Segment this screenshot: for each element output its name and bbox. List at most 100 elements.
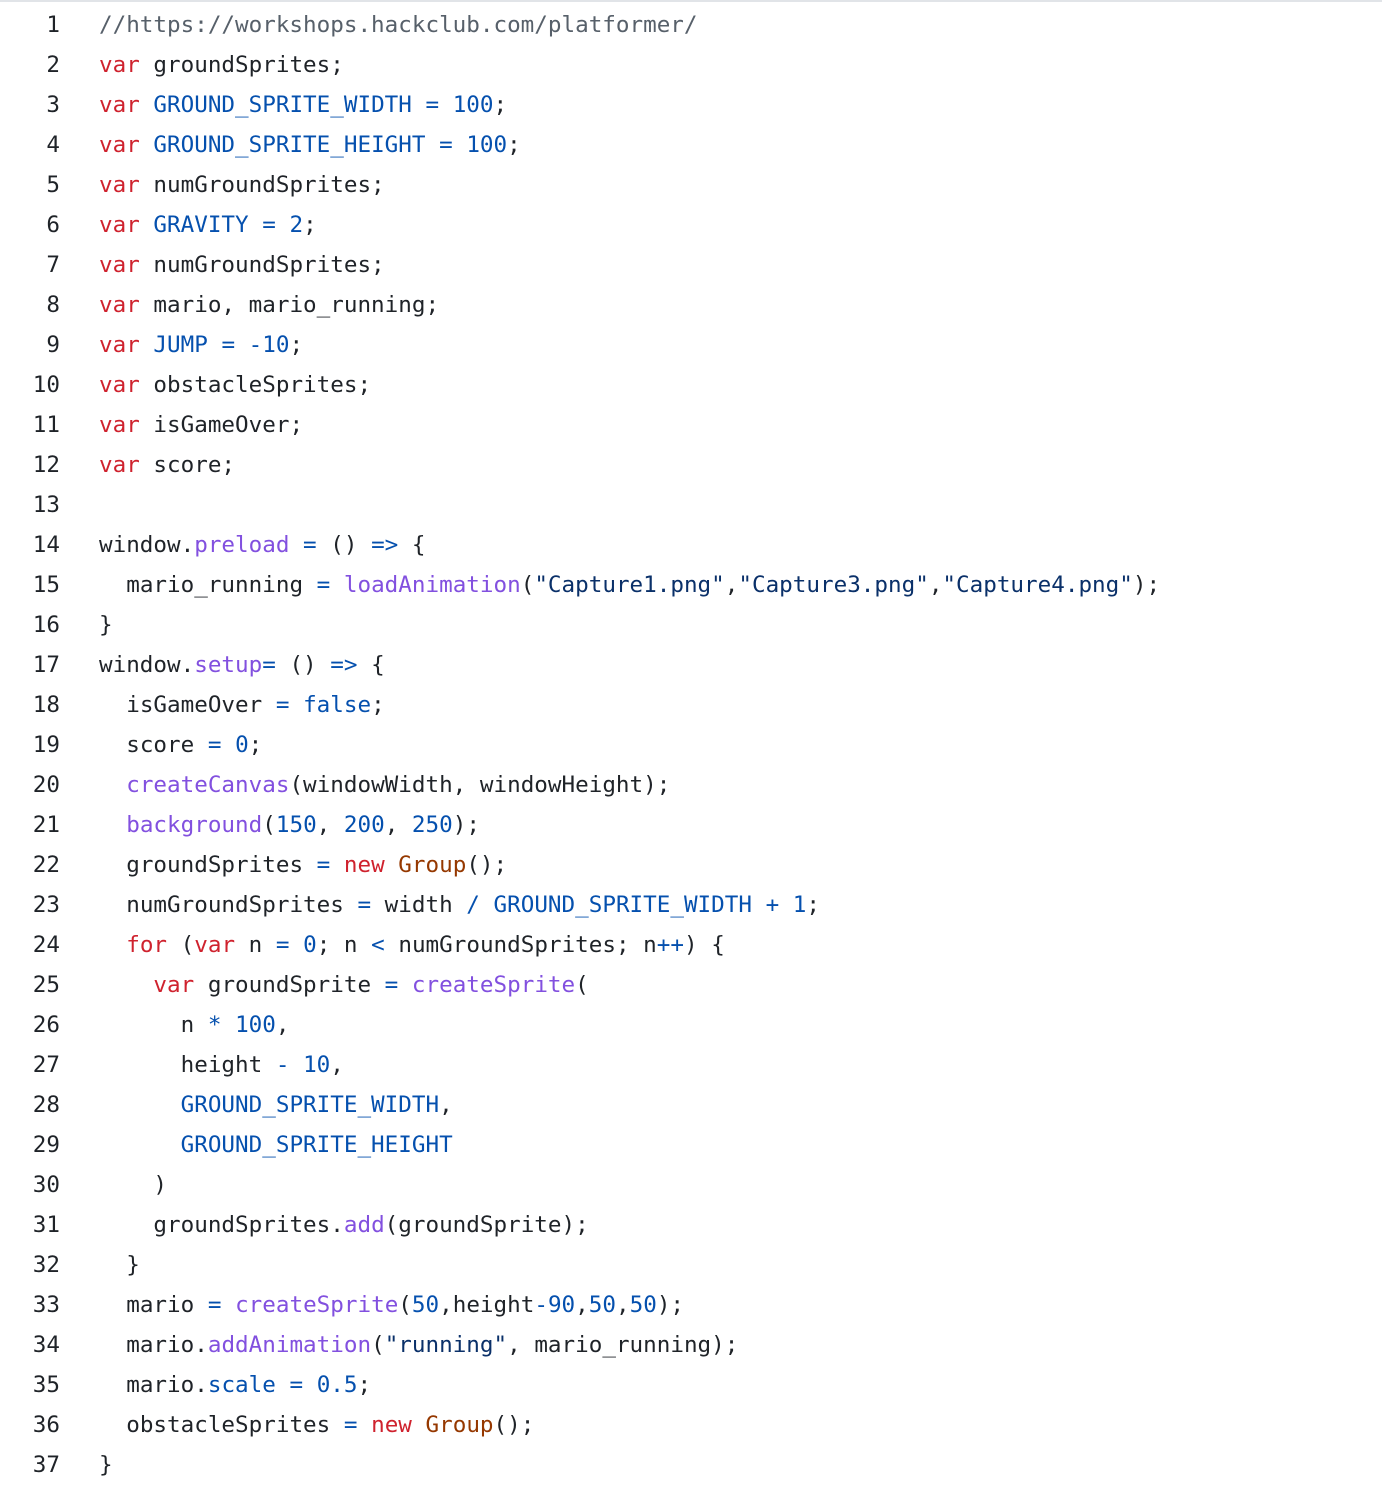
code-token: ; (357, 1372, 372, 1398)
code-line: 32 } (0, 1245, 1382, 1285)
line-code: mario.addAnimation("running", mario_runn… (99, 1325, 738, 1365)
code-token: var (99, 372, 140, 398)
code-indent (99, 732, 126, 758)
code-token: ; (371, 692, 385, 718)
line-number: 1 (46, 12, 60, 38)
code-token (289, 932, 303, 958)
code-indent (99, 972, 153, 998)
line-code: mario = createSprite(50,height-90,50,50)… (99, 1285, 684, 1325)
code-token: , (384, 812, 412, 838)
code-token: = (303, 532, 317, 558)
code-token: = (262, 652, 276, 678)
code-token: -90 (534, 1292, 576, 1318)
code-token: ); (656, 1292, 685, 1318)
line-code: groundSprites = new Group(); (99, 845, 507, 885)
code-token: isGameOver (126, 692, 276, 718)
code-indent (99, 1252, 126, 1278)
line-number: 26 (32, 1012, 60, 1038)
code-token: Group (425, 1412, 494, 1438)
code-token: } (99, 1452, 113, 1478)
code-token: 100 (235, 1012, 276, 1038)
code-token: = (316, 572, 331, 598)
code-token: loadAnimation (343, 572, 521, 598)
code-token: ( (398, 1292, 412, 1318)
code-token: - (275, 1052, 290, 1078)
code-token (140, 132, 154, 158)
code-token: { (398, 532, 426, 558)
line-code: var mario, mario_running; (99, 285, 439, 325)
line-code: var isGameOver; (99, 405, 303, 445)
code-line: 16} (0, 605, 1382, 645)
line-code: obstacleSprites = new Group(); (99, 1405, 534, 1445)
line-number: 17 (32, 652, 60, 678)
line-number: 30 (32, 1172, 60, 1198)
line-number: 12 (32, 452, 60, 478)
code-token (235, 332, 249, 358)
code-token: => (330, 652, 358, 678)
code-token: ( (520, 572, 535, 598)
code-token: createCanvas (126, 772, 290, 798)
line-number: 13 (32, 492, 60, 518)
code-token: (); (493, 1412, 535, 1438)
code-token: height (180, 1052, 276, 1078)
code-token: ( (371, 1332, 385, 1358)
code-token: 250 (411, 812, 453, 838)
code-token: obstacleSprites; (139, 372, 372, 398)
line-number: 9 (46, 332, 60, 358)
code-token: createSprite (235, 1292, 399, 1318)
line-number: 6 (46, 212, 60, 238)
code-token: * (207, 1012, 222, 1038)
code-token: = (425, 92, 440, 118)
code-token: = (221, 332, 236, 358)
code-token (412, 92, 426, 118)
line-code: var GRAVITY = 2; (99, 205, 317, 245)
code-token (289, 1052, 303, 1078)
code-token: 1 (792, 892, 807, 918)
code-token: -10 (248, 332, 290, 358)
line-number: 8 (46, 292, 60, 318)
code-indent (99, 932, 126, 958)
code-token: , (275, 1012, 290, 1038)
code-token: = (384, 972, 399, 998)
code-token: 10 (303, 1052, 331, 1078)
code-line: 22 groundSprites = new Group(); (0, 845, 1382, 885)
line-number: 31 (32, 1212, 60, 1238)
code-line: 12 var score; (0, 445, 1382, 485)
code-token: , (928, 572, 943, 598)
code-token: var (99, 452, 140, 478)
code-indent (99, 692, 126, 718)
code-token: isGameOver; (139, 412, 304, 438)
line-code: for (var n = 0; n < numGroundSprites; n+… (99, 925, 725, 965)
code-token: ) (153, 1172, 168, 1198)
code-line: 36 obstacleSprites = new Group(); (0, 1405, 1382, 1445)
code-token: var (99, 92, 140, 118)
code-token: GROUND_SPRITE_WIDTH (153, 92, 412, 118)
code-token: , (316, 812, 344, 838)
code-token: n (180, 1012, 208, 1038)
code-line: 8 var mario, mario_running; (0, 285, 1382, 325)
code-line: 33 mario = createSprite(50,height-90,50,… (0, 1285, 1382, 1325)
code-line: 30 ) (0, 1165, 1382, 1205)
code-line: 23 numGroundSprites = width / GROUND_SPR… (0, 885, 1382, 925)
code-line: 34 mario.addAnimation("running", mario_r… (0, 1325, 1382, 1365)
code-token (752, 892, 766, 918)
line-number: 7 (46, 252, 60, 278)
code-token: score; (139, 452, 236, 478)
code-token: new (343, 852, 385, 878)
line-number: 34 (32, 1332, 60, 1358)
code-token (289, 692, 303, 718)
line-number: 23 (32, 892, 60, 918)
code-token: var (99, 252, 140, 278)
code-token (357, 1412, 371, 1438)
code-token: = (439, 132, 453, 158)
code-line: 37} (0, 1445, 1382, 1485)
code-indent (99, 1412, 126, 1438)
line-code: background(150, 200, 250); (99, 805, 480, 845)
code-token: var (99, 52, 140, 78)
code-line: 13 (0, 485, 1382, 525)
line-code: var groundSprites; (99, 45, 344, 85)
line-number: 19 (32, 732, 60, 758)
